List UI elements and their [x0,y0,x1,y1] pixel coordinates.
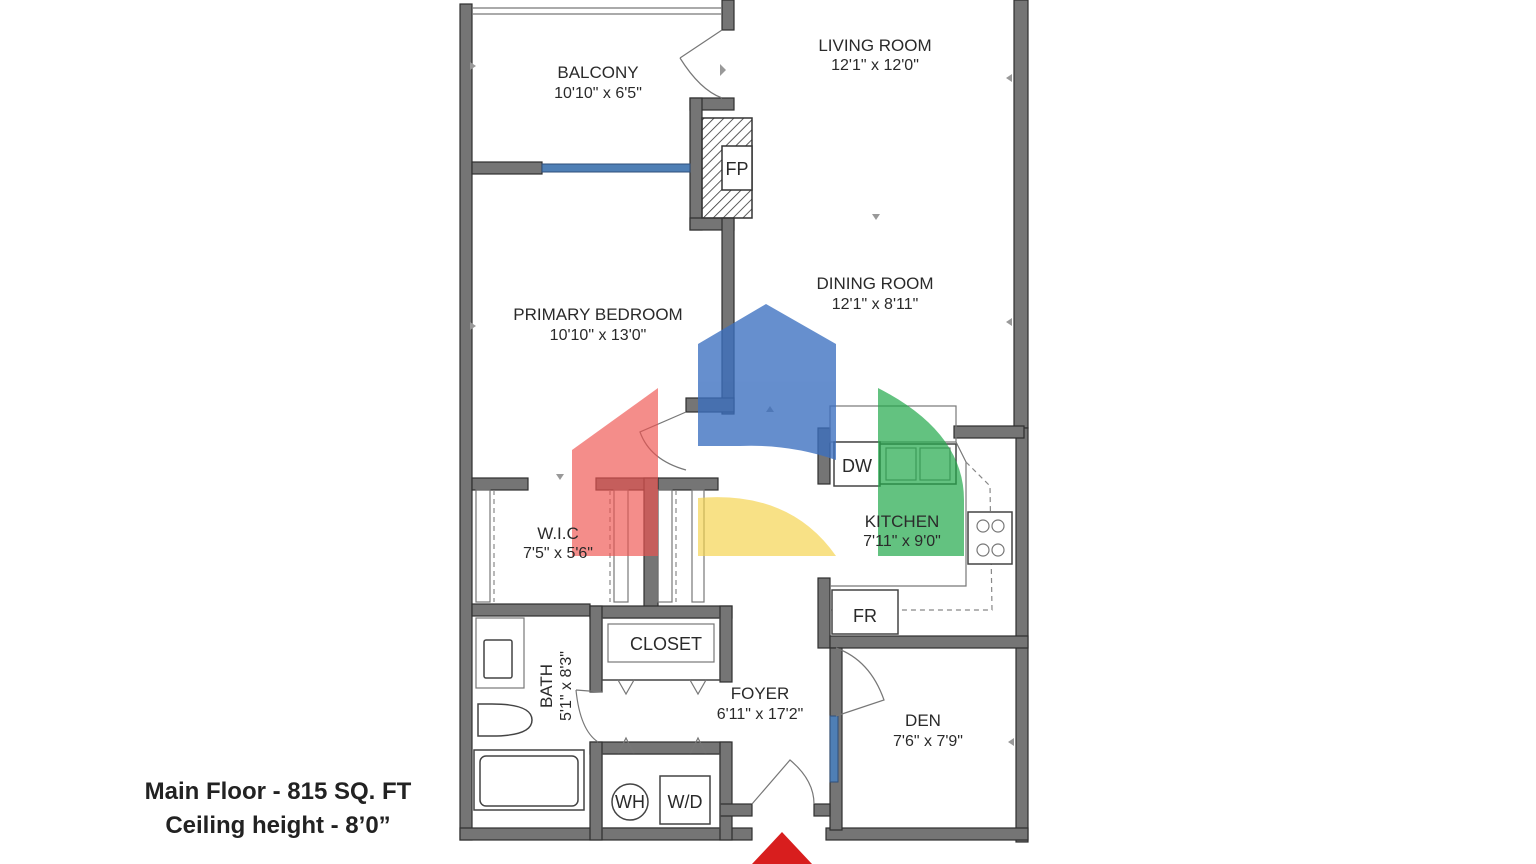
watermark-logo [572,304,964,556]
balcony-railing [472,7,722,15]
bath-label: BATH [537,664,556,708]
kitchen-label: KITCHEN [865,512,940,531]
foyer-label: FOYER [731,684,790,703]
dining-room-dimensions: 12'1" x 8'11" [832,296,919,313]
wic-dimensions: 7'5" x 5'6" [523,545,593,562]
kitchen-dimensions: 7'11" x 9'0" [863,533,941,550]
dishwasher-label: DW [842,456,872,476]
closet-label: CLOSET [630,634,702,654]
foyer-dimensions: 6'11" x 17'2" [717,706,804,723]
den-dimensions: 7'6" x 7'9" [893,733,963,750]
primary-bedroom-dimensions: 10'10" x 13'0" [550,327,647,344]
floor-area-text: Main Floor - 815 SQ. FT [144,778,412,805]
room-labels: BALCONY 10'10" x 6'5" LIVING ROOM 12'1" … [513,36,963,750]
windows [541,163,839,783]
bath-fixtures [473,609,585,811]
washer-dryer-label: W/D [668,792,703,812]
fireplace-label: FP [725,159,748,179]
ceiling-height-text: Ceiling height - 8’0” [165,812,391,839]
primary-bedroom-label: PRIMARY BEDROOM [513,305,682,324]
balcony-dimensions: 10'10" x 6'5" [554,85,642,102]
bath-dimensions: 5'1" x 8'3" [558,651,575,721]
closet: CLOSET [601,617,721,755]
living-room-label: LIVING ROOM [818,36,931,55]
fireplace: FP [701,117,753,219]
dining-room-label: DINING ROOM [816,274,933,293]
balcony-label: BALCONY [557,63,638,82]
laundry: WH W/D [601,753,721,829]
living-room-dimensions: 12'1" x 12'0" [831,57,919,74]
entry-arrow [752,832,812,864]
fridge-label: FR [853,606,877,626]
water-heater-label: WH [615,792,645,812]
den-label: DEN [905,711,941,730]
wic-label: W.I.C [537,524,579,543]
